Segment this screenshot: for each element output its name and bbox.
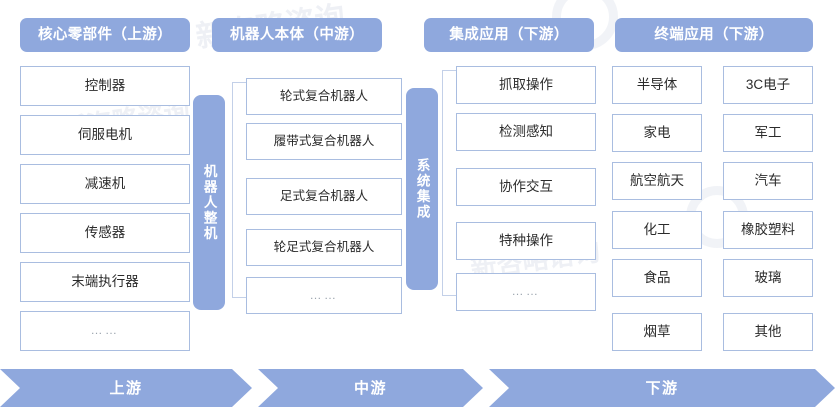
item-box-ellipsis[interactable]: …… <box>456 273 596 311</box>
item-box[interactable]: 半导体 <box>612 66 702 104</box>
flow-segment-midstream[interactable]: 中游 <box>258 369 483 407</box>
item-box[interactable]: 橡胶塑料 <box>723 211 813 249</box>
item-box[interactable]: 食品 <box>612 259 702 297</box>
item-box[interactable]: 检测感知 <box>456 113 596 151</box>
section-header-downstream-integrated-application: 集成应用（下游） <box>424 18 594 52</box>
item-box[interactable]: 抓取操作 <box>456 66 596 104</box>
item-box[interactable]: 伺服电机 <box>20 115 190 155</box>
item-box[interactable]: 足式复合机器人 <box>246 178 402 215</box>
section-header-upstream-core-components: 核心零部件（上游） <box>20 18 190 52</box>
flow-arrow-bar: 上游 中游 下游 <box>0 369 835 407</box>
section-header-midstream-robot-body: 机器人本体（中游） <box>212 18 382 52</box>
item-box[interactable]: 特种操作 <box>456 222 596 260</box>
section-header-downstream-terminal-application: 终端应用（下游） <box>615 18 813 52</box>
item-box[interactable]: 减速机 <box>20 164 190 204</box>
item-box[interactable]: 化工 <box>612 211 702 249</box>
item-box[interactable]: 汽车 <box>723 162 813 200</box>
item-box[interactable]: 3C电子 <box>723 66 813 104</box>
item-box[interactable]: 传感器 <box>20 213 190 253</box>
item-box[interactable]: 末端执行器 <box>20 262 190 302</box>
item-box[interactable]: 协作交互 <box>456 168 596 206</box>
bracket-connector-downstream <box>442 70 456 296</box>
item-box[interactable]: 控制器 <box>20 66 190 106</box>
item-box[interactable]: 家电 <box>612 114 702 152</box>
item-box[interactable]: 轮足式复合机器人 <box>246 229 402 266</box>
flow-segment-upstream[interactable]: 上游 <box>0 369 252 407</box>
item-box[interactable]: 航空航天 <box>612 162 702 200</box>
flow-segment-downstream[interactable]: 下游 <box>489 369 835 407</box>
item-box[interactable]: 轮式复合机器人 <box>246 78 402 115</box>
item-box[interactable]: 玻璃 <box>723 259 813 297</box>
item-box[interactable]: 其他 <box>723 313 813 351</box>
item-box[interactable]: 履带式复合机器人 <box>246 123 402 160</box>
item-box[interactable]: 烟草 <box>612 313 702 351</box>
item-box-ellipsis[interactable]: …… <box>246 277 402 314</box>
connector-bar-system-integration: 系统集成 <box>406 88 438 290</box>
bracket-connector-midstream <box>232 82 246 298</box>
item-box-ellipsis[interactable]: …… <box>20 311 190 351</box>
item-box[interactable]: 军工 <box>723 114 813 152</box>
connector-bar-robot-assembly: 机器人整机 <box>193 95 225 310</box>
